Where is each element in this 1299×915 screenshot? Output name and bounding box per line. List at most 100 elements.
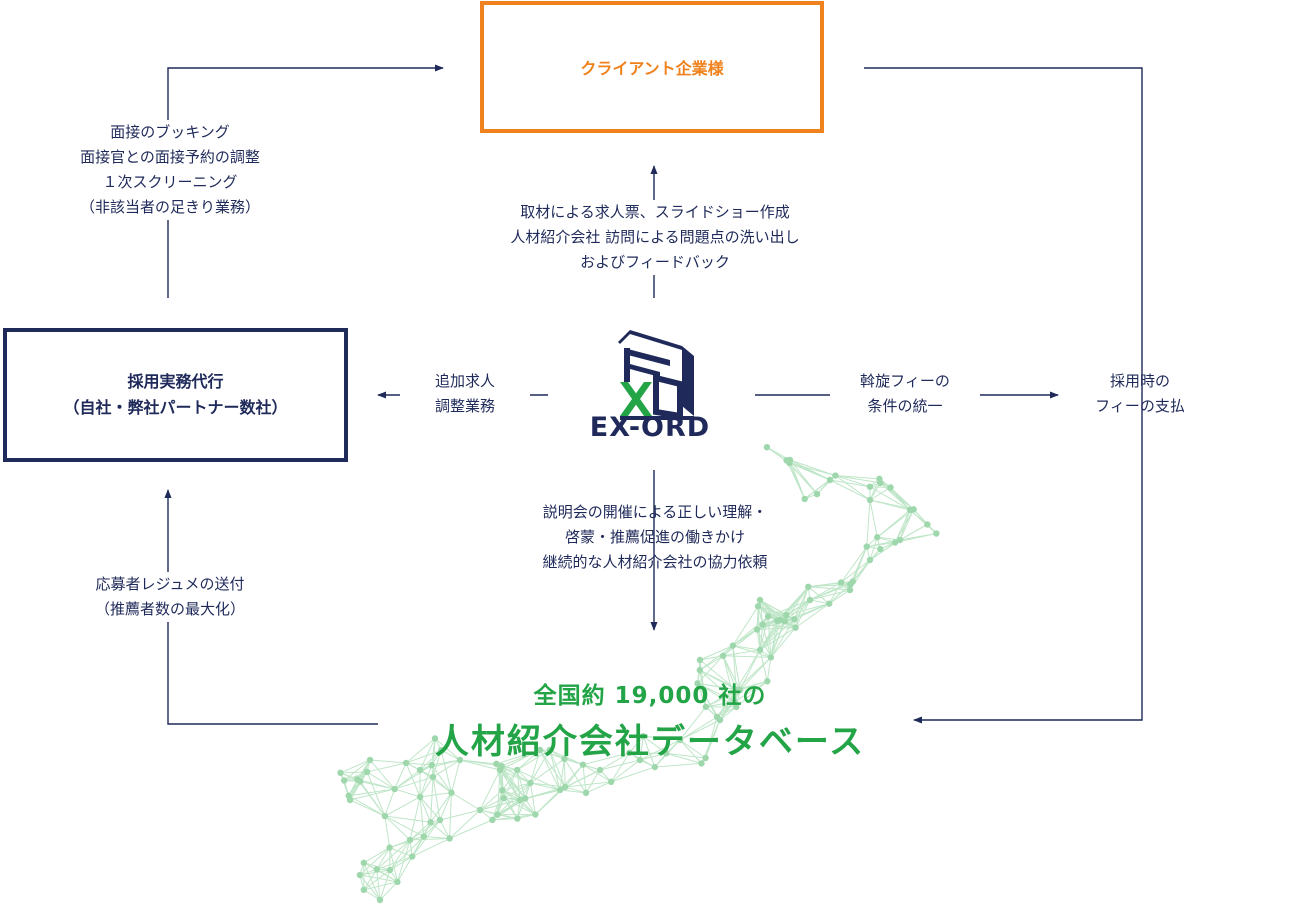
map-network-line (759, 616, 769, 651)
map-network-line (732, 645, 761, 651)
map-network-line (697, 683, 707, 708)
map-network-line (666, 752, 702, 764)
agency-subtitle: （自社・弊社パートナー数社） (63, 398, 288, 417)
map-network-node (561, 783, 569, 791)
map-network-node (754, 602, 762, 610)
map-network-node (806, 596, 814, 604)
agent-to-client-arrow (167, 64, 444, 298)
map-network-line (412, 838, 450, 857)
map-network-line (516, 749, 541, 771)
map-network-node (719, 652, 727, 659)
map-network-node (386, 844, 393, 851)
map-network-line (344, 771, 368, 781)
map-network-line (794, 603, 830, 620)
map-network-line (449, 809, 481, 839)
map-network-line (913, 509, 928, 525)
map-network-node (698, 760, 705, 767)
map-network-line (389, 839, 411, 849)
map-network-line (654, 762, 702, 768)
map-network-line (759, 620, 778, 651)
map-network-line (359, 874, 381, 901)
map-network-line (759, 599, 796, 629)
map-network-node (476, 806, 484, 814)
map-network-line (340, 772, 350, 796)
map-network-line (840, 546, 868, 583)
map-network-node (363, 768, 371, 776)
map-network-node (409, 853, 416, 860)
map-network-line (479, 797, 504, 811)
database-to-agent-arrow (164, 489, 378, 725)
map-network-line (789, 459, 836, 477)
map-network-line (564, 769, 601, 788)
map-network-line (869, 482, 881, 501)
map-network-line (835, 475, 871, 501)
map-network-line (516, 769, 526, 799)
map-network-line (503, 782, 531, 799)
map-network-line (582, 752, 630, 766)
map-network-node (702, 703, 710, 711)
map-network-line (389, 847, 398, 882)
map-network-line (384, 815, 431, 823)
map-network-line (716, 701, 735, 718)
map-network-node (499, 787, 506, 794)
map-network-line (880, 482, 914, 510)
ex-ord-logo-text: EX-ORD (589, 412, 711, 443)
map-network-line (793, 586, 809, 620)
map-network-line (699, 655, 724, 661)
map-network-line (496, 749, 541, 765)
map-network-line (530, 782, 561, 791)
ex-ord-cube-logo-icon (618, 330, 694, 420)
map-network-node (337, 769, 344, 777)
map-network-node (696, 656, 704, 664)
map-network-line (503, 769, 518, 799)
map-network-line (405, 762, 421, 798)
map-network-line (869, 537, 878, 561)
map-network-node (640, 733, 647, 740)
map-network-line (770, 620, 778, 658)
map-network-line (343, 759, 371, 781)
map-network-line (610, 759, 641, 783)
map-network-line (835, 475, 880, 480)
map-network-line (363, 862, 398, 883)
map-network-node (493, 760, 500, 768)
map-network-line (439, 809, 481, 821)
map-network-line (516, 749, 550, 771)
map-network-line (599, 759, 641, 771)
map-network-line (786, 460, 806, 500)
map-network-node (891, 539, 899, 546)
map-network-line (705, 719, 721, 759)
map-network-node (536, 746, 544, 754)
map-network-line (376, 856, 413, 870)
map-network-node (896, 536, 904, 544)
map-network-line (705, 689, 737, 708)
map-network-line (384, 815, 411, 841)
map-network-line (363, 881, 398, 891)
map-network-node (427, 819, 434, 826)
map-network-line (809, 581, 854, 601)
map-network-node (360, 859, 368, 866)
map-network-line (795, 599, 811, 628)
map-network-node (887, 484, 894, 491)
map-network-line (376, 839, 411, 870)
map-network-line (563, 758, 587, 794)
map-network-node (579, 761, 587, 768)
map-network-line (419, 769, 452, 794)
database-title: 人材紹介会社データベース (434, 722, 866, 762)
map-network-line (759, 599, 787, 616)
map-network-line (431, 759, 461, 766)
map-network-line (699, 670, 707, 707)
map-network-line (599, 752, 630, 771)
map-network-line (419, 776, 434, 798)
map-network-line (440, 749, 461, 761)
map-network-line (565, 781, 612, 788)
map-network-line (430, 792, 452, 823)
map-network-line (434, 738, 461, 761)
map-network-line (363, 862, 381, 901)
map-network-line (679, 716, 718, 741)
map-network-node (753, 626, 761, 633)
map-network-line (679, 739, 702, 764)
additional-jobs-label: 追加求人 調整業務 (400, 369, 530, 419)
map-network-line (722, 655, 736, 702)
map-network-line (699, 645, 734, 661)
map-network-line (359, 847, 390, 876)
